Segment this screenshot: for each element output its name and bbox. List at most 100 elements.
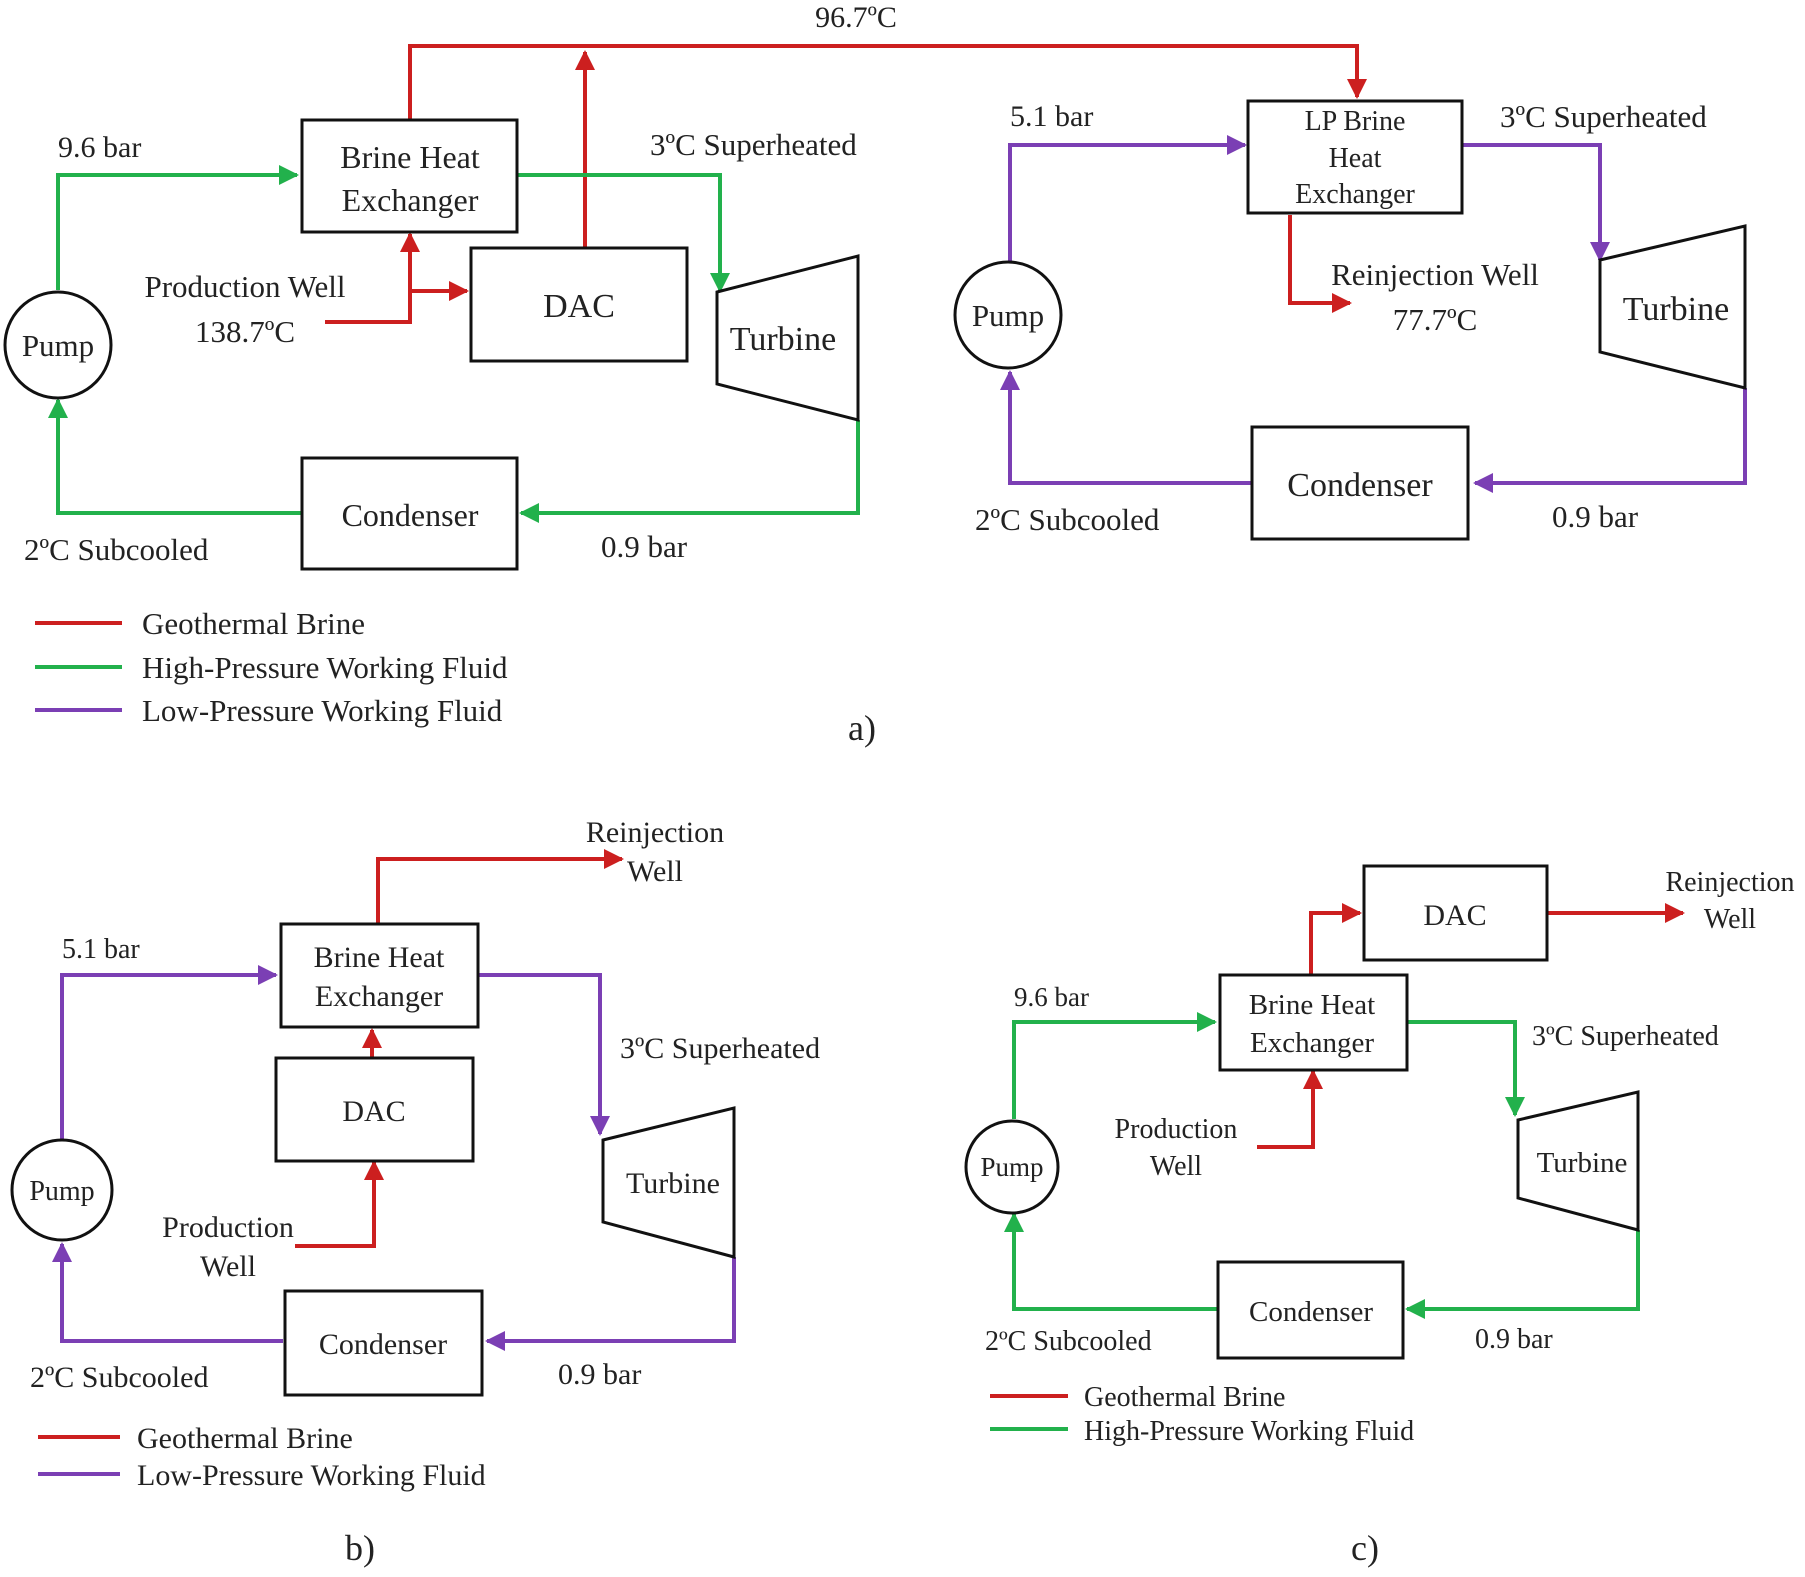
hp-line-pump-to-bhe [56, 165, 299, 290]
reinjection-well-label-1: Reinjection Well [1331, 257, 1539, 292]
condenser [300, 456, 519, 571]
bhe-label-1: Brine Heat [340, 139, 480, 175]
b-pressure-high-label: 5.1 bar [62, 934, 140, 965]
c-reinjection-label-1: Reinjection [1665, 867, 1794, 898]
b-brine-heat-exchanger [279, 922, 480, 1029]
c-reinjection-label-2: Well [1704, 904, 1756, 935]
c-pump-label: Pump [980, 1152, 1043, 1182]
dac-unit [469, 246, 689, 363]
b-subcooled-label: 2ºC Subcooled [30, 1361, 208, 1394]
c-legend-item-hp: High-Pressure Working Fluid [1084, 1416, 1414, 1447]
c-hp-line-condenser-to-pump [1004, 1212, 1218, 1311]
c-pump [964, 1119, 1060, 1215]
lp-pressure-high-label: 5.1 bar [1010, 100, 1093, 133]
b-lp-line-turbine-to-condenser [485, 1257, 736, 1351]
b-legend-item-brine: Geothermal Brine [137, 1422, 353, 1455]
b-turbine-label: Turbine [626, 1167, 720, 1200]
legend-item-lp: Low-Pressure Working Fluid [142, 693, 503, 728]
b-production-label-2: Well [200, 1250, 256, 1283]
c-brine-heat-exchanger [1218, 973, 1409, 1072]
b-lp-line-condenser-to-pump [52, 1242, 283, 1343]
panel-b: Brine Heat Exchanger DAC Turbine Condens… [10, 816, 820, 1568]
legend-b: Geothermal Brine Low-Pressure Working Fl… [38, 1422, 486, 1492]
condenser-label: Condenser [342, 497, 479, 533]
b-superheated-label: 3ºC Superheated [620, 1032, 820, 1065]
bhe-label-2: Exchanger [342, 182, 479, 218]
b-brine-line-to-reinjection [376, 849, 624, 924]
lp-condenser-label: Condenser [1287, 467, 1433, 504]
hp-pressure-high-label: 9.6 bar [58, 131, 141, 164]
c-subcooled-label: 2ºC Subcooled [985, 1326, 1152, 1357]
b-production-label-1: Production [162, 1211, 294, 1244]
reinjection-well-label-2: 77.7ºC [1393, 302, 1478, 337]
c-dac-unit [1362, 864, 1549, 962]
c-production-label-1: Production [1115, 1114, 1238, 1145]
hp-subcooled-label: 2ºC Subcooled [24, 532, 209, 567]
c-condenser-label: Condenser [1249, 1296, 1373, 1328]
c-turbine-label: Turbine [1537, 1147, 1628, 1179]
b-dac-unit [274, 1056, 475, 1163]
panel-a: Brine Heat Exchanger DAC Turbine Condens… [3, 1, 1747, 748]
c-legend-item-brine: Geothermal Brine [1084, 1382, 1285, 1413]
c-hp-line-turbine-to-condenser [1405, 1230, 1640, 1319]
b-lp-line-bhe-to-turbine [479, 973, 610, 1136]
c-dac-label: DAC [1423, 899, 1486, 932]
c-brine-line-production [1257, 1069, 1323, 1149]
caption-c: c) [1351, 1528, 1379, 1568]
b-reinjection-label-1: Reinjection [586, 816, 724, 849]
caption-a: a) [848, 708, 876, 748]
b-lp-line-pump-to-bhe [60, 965, 278, 1140]
hp-line-bhe-to-turbine [517, 173, 730, 293]
c-turbine [1516, 1090, 1640, 1232]
production-well-label-2: 138.7ºC [195, 314, 295, 349]
lp-line-lpbhe-to-turbine [1462, 143, 1610, 262]
hp-pressure-low-label: 0.9 bar [601, 529, 688, 564]
b-pressure-low-label: 0.9 bar [558, 1358, 641, 1391]
b-bhe-label-2: Exchanger [315, 980, 443, 1013]
c-bhe-label-2: Exchanger [1250, 1027, 1374, 1059]
c-bhe-label-1: Brine Heat [1249, 989, 1375, 1021]
c-pressure-high-label: 9.6 bar [1014, 982, 1089, 1012]
c-superheated-label: 3ºC Superheated [1532, 1021, 1719, 1052]
b-condenser [283, 1289, 484, 1397]
lp-pump-label: Pump [972, 298, 1044, 333]
turbine-label: Turbine [730, 321, 836, 358]
legend-c: Geothermal Brine High-Pressure Working F… [990, 1382, 1414, 1447]
b-brine-line-production [295, 1160, 384, 1248]
b-bhe-label-1: Brine Heat [314, 941, 445, 974]
dac-label: DAC [543, 288, 615, 325]
c-hp-line-bhe-to-turbine [1407, 1020, 1525, 1117]
top-temperature-label: 96.7ºC [815, 1, 897, 34]
b-pump [10, 1138, 114, 1242]
legend-item-brine: Geothermal Brine [142, 606, 365, 641]
lp-turbine-label: Turbine [1623, 291, 1729, 328]
brine-heat-exchanger [300, 118, 519, 234]
lpbhe-label-3: Exchanger [1295, 179, 1415, 210]
b-dac-label: DAC [342, 1095, 405, 1128]
lp-line-condenser-to-pump [1000, 370, 1252, 485]
lp-subcooled-label: 2ºC Subcooled [975, 502, 1160, 537]
lpbhe-label-1: LP Brine [1305, 106, 1406, 137]
b-reinjection-label-2: Well [627, 855, 683, 888]
c-condenser [1216, 1260, 1405, 1360]
hp-line-condenser-to-pump [48, 398, 302, 515]
b-turbine [601, 1106, 736, 1259]
lp-condenser [1250, 425, 1470, 541]
legend-a: Geothermal Brine High-Pressure Working F… [35, 606, 508, 728]
b-pump-label: Pump [29, 1176, 94, 1207]
lp-superheated-label: 3ºC Superheated [1500, 99, 1707, 134]
lp-pressure-low-label: 0.9 bar [1552, 499, 1639, 534]
pump [3, 290, 113, 400]
c-hp-line-pump-to-bhe [1012, 1012, 1217, 1119]
c-production-label-2: Well [1150, 1151, 1202, 1182]
lp-pump [953, 260, 1063, 370]
c-pressure-low-label: 0.9 bar [1475, 1324, 1553, 1355]
legend-item-hp: High-Pressure Working Fluid [142, 650, 508, 685]
c-brine-line-bhe-to-dac [1309, 903, 1362, 975]
caption-b: b) [345, 1528, 375, 1568]
lpbhe-label-2: Heat [1329, 143, 1382, 174]
hp-superheated-label: 3ºC Superheated [650, 127, 857, 162]
pump-label: Pump [22, 328, 94, 363]
hp-line-turbine-to-condenser [519, 420, 860, 523]
